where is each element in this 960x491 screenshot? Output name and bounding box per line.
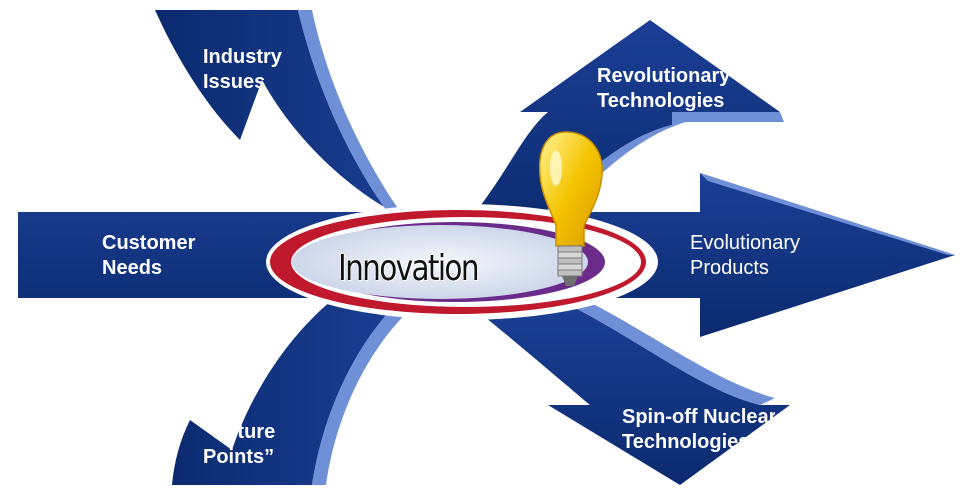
label-future-points-line1: “Future xyxy=(203,421,276,443)
label-industry-issues-line1: Industry xyxy=(203,46,282,68)
light-bulb-icon xyxy=(538,131,603,286)
label-industry-issues-line2: Issues xyxy=(203,71,266,93)
label-customer-needs-line2: Needs xyxy=(102,257,163,279)
curve-arrow-spin-off xyxy=(470,300,790,485)
label-revolutionary-line2: Technologies xyxy=(597,90,725,112)
label-revolutionary-line1: Revolutionary xyxy=(597,65,731,87)
label-customer-needs: Customer Needs xyxy=(102,231,242,285)
label-spin-off-line2: Technologies xyxy=(622,431,750,453)
label-spin-off-line1: Spin-off Nuclear xyxy=(622,406,775,428)
label-evolutionary-line2: Products xyxy=(690,257,769,279)
curve-arrow-industry-issues-edge xyxy=(298,10,410,225)
label-revolutionary-technologies: Revolutionary Technologies xyxy=(597,64,774,118)
curve-arrow-future-points-edge xyxy=(312,300,415,485)
innovation-center-label: Innovation xyxy=(338,248,480,289)
label-evolutionary-line1: Evolutionary xyxy=(690,232,801,254)
label-evolutionary-products: Evolutionary Products xyxy=(690,231,860,285)
label-industry-issues: Industry Issues xyxy=(203,45,306,99)
label-future-points: “Future Points” xyxy=(203,420,306,474)
curve-arrow-revolutionary xyxy=(455,20,780,235)
main-arrow-edge xyxy=(700,173,955,255)
curve-arrow-spin-off-edge xyxy=(560,296,775,405)
curve-arrow-future-points xyxy=(172,290,400,485)
curve-arrow-industry-issues xyxy=(155,10,430,230)
label-customer-needs-line1: Customer xyxy=(102,232,196,254)
label-spin-off-nuclear: Spin-off Nuclear Technologies xyxy=(622,405,775,459)
innovation-center-disk xyxy=(292,225,588,299)
label-future-points-line2: Points” xyxy=(203,446,275,468)
